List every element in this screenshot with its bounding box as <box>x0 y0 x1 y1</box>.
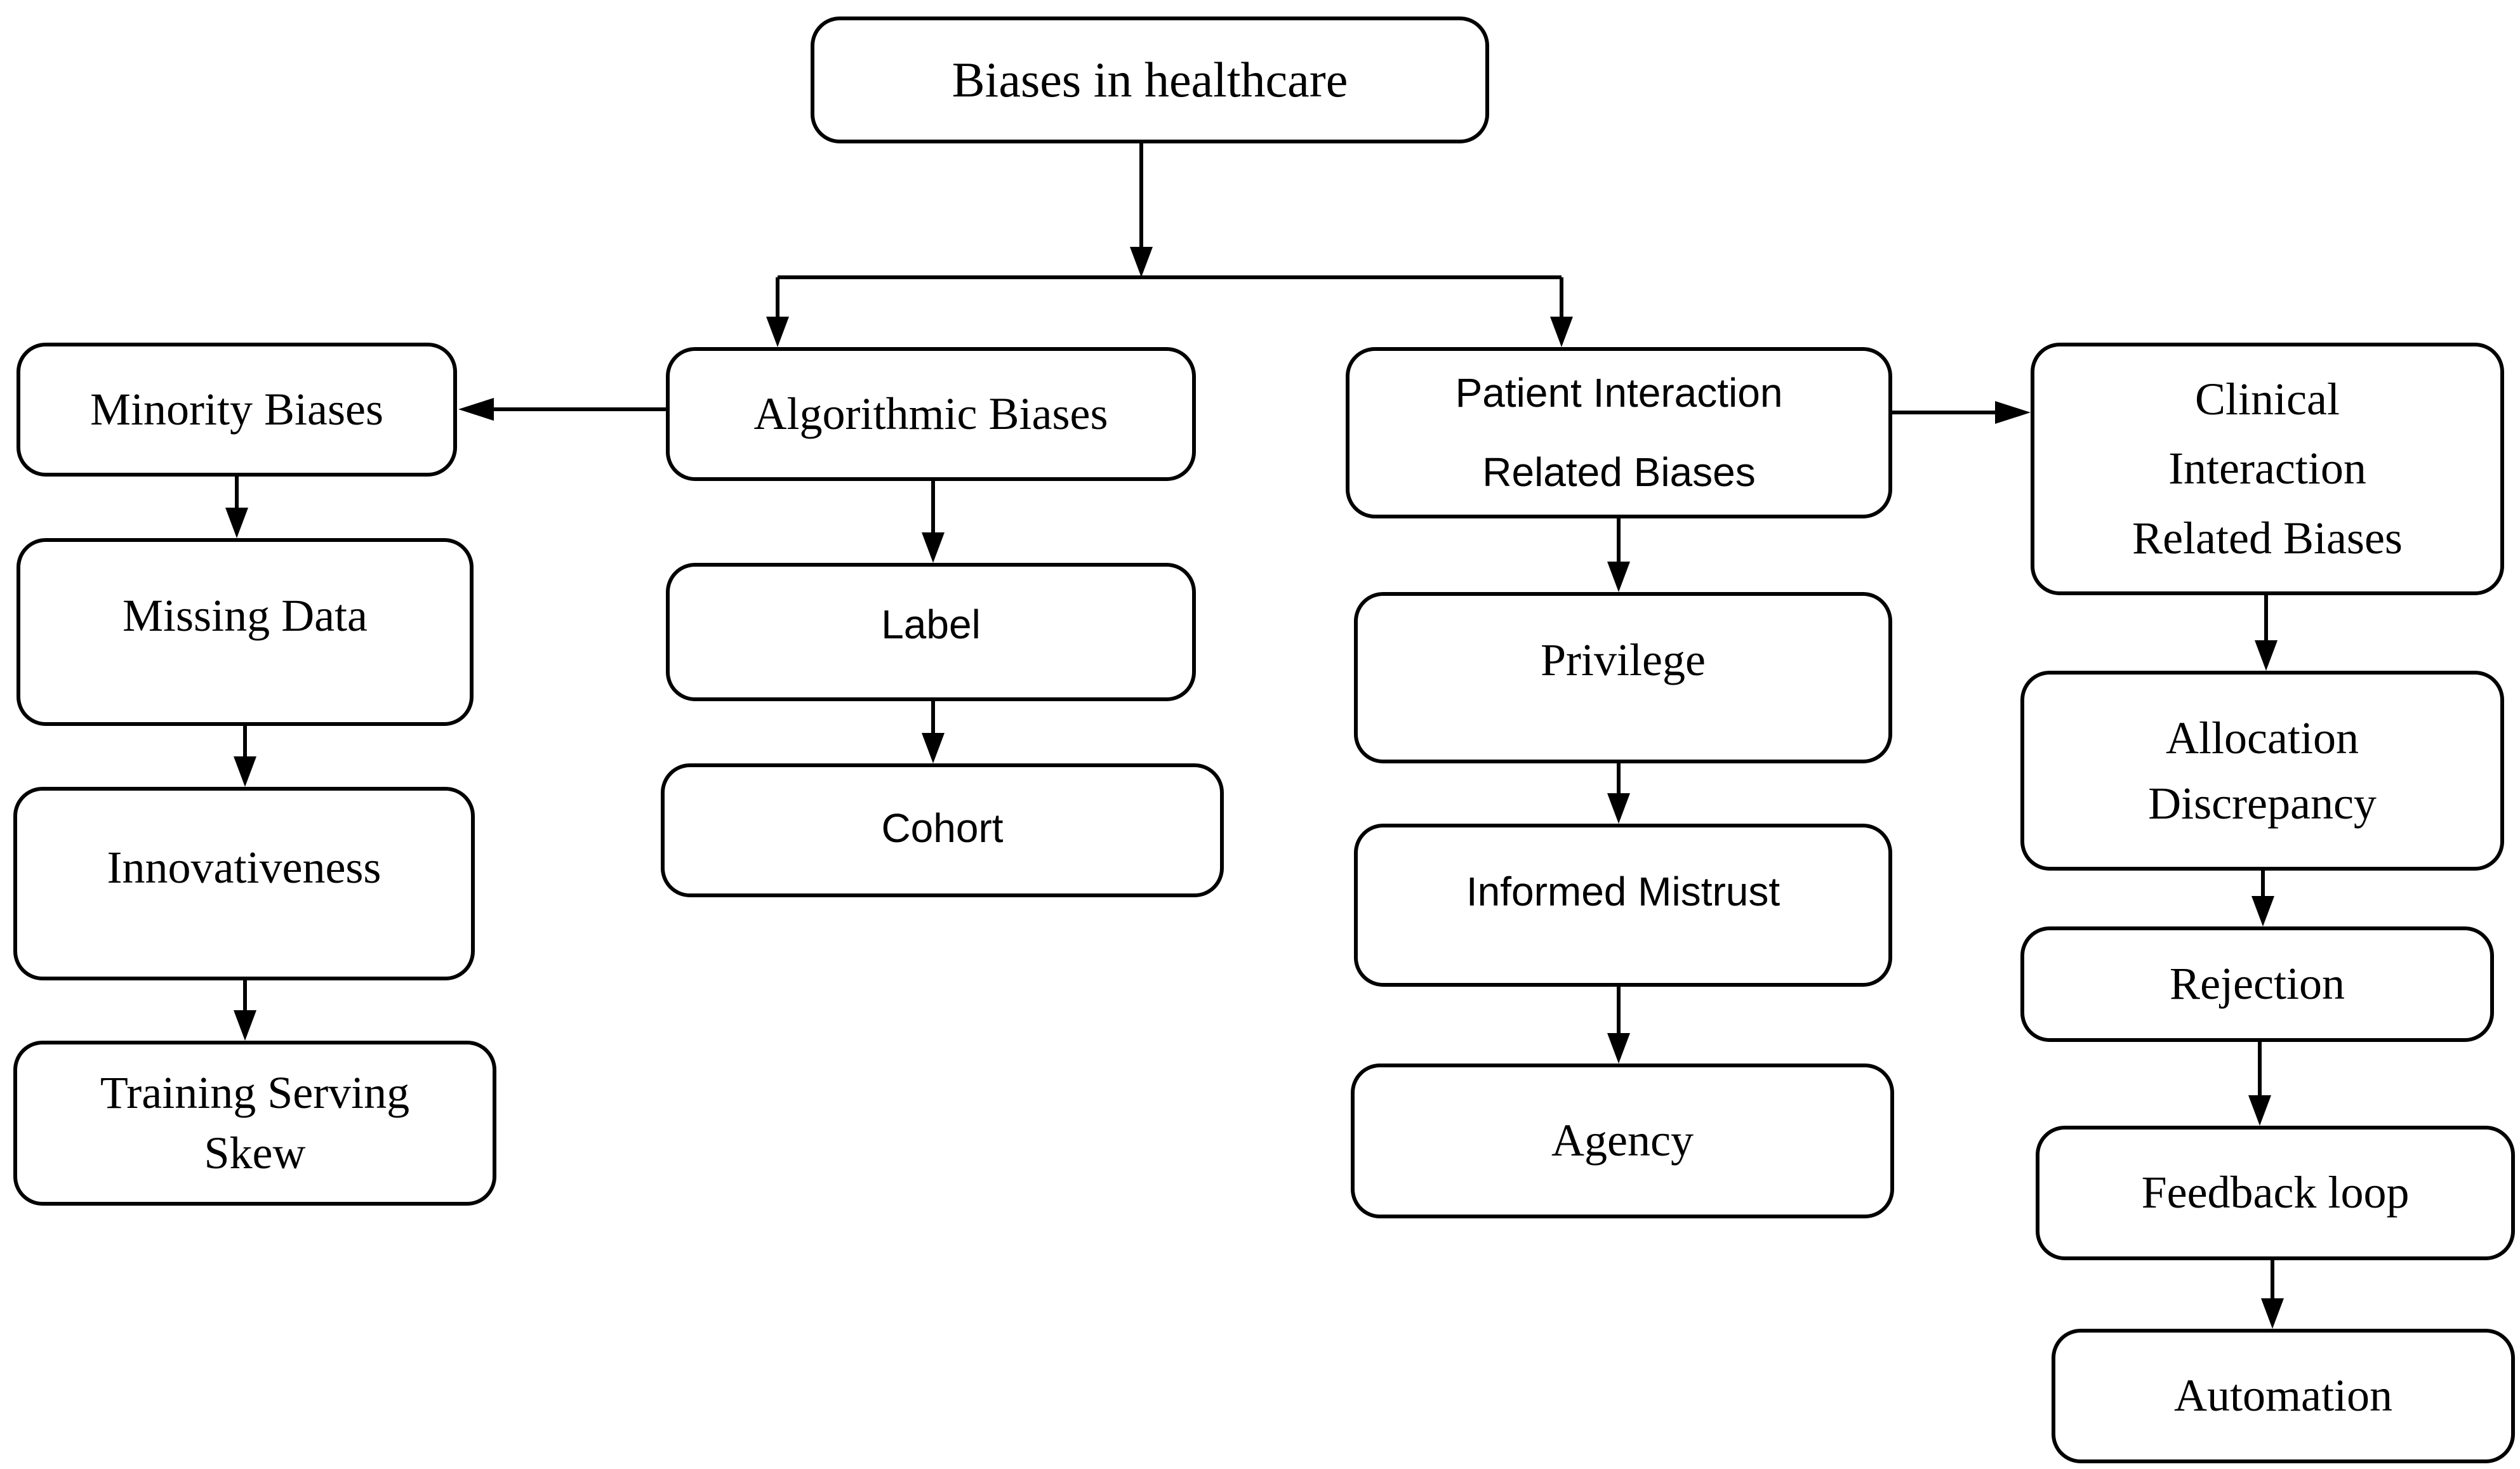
edge-algorithmic-to-minority <box>458 398 666 421</box>
edge-allocation-to-rejection <box>2251 871 2274 926</box>
node-automation: Automation <box>2052 1329 2515 1463</box>
edge-patient-to-clinical <box>1892 401 2031 424</box>
node-rejection: Rejection <box>2020 926 2494 1042</box>
edge-missing-data-to-innovativeness <box>234 726 256 787</box>
node-clinical-interaction-related-biases: Clinical Interaction Related Biases <box>2031 343 2504 595</box>
node-patient-interaction-related-biases: Patient Interaction Related Biases <box>1346 347 1892 518</box>
edge-patient-to-privilege <box>1607 518 1630 592</box>
edge-innovativeness-to-training-skew <box>234 980 256 1041</box>
node-algorithmic-biases: Algorithmic Biases <box>666 347 1196 481</box>
edge-rejection-to-feedback-loop <box>2248 1042 2271 1126</box>
node-privilege: Privilege <box>1354 592 1892 763</box>
edge-biases-split <box>766 143 1573 347</box>
node-informed-mistrust: Informed Mistrust <box>1354 824 1892 987</box>
node-minority-biases: Minority Biases <box>17 343 457 477</box>
edge-informed-mistrust-to-agency <box>1607 987 1630 1064</box>
node-agency: Agency <box>1351 1064 1894 1218</box>
node-missing-data: Missing Data <box>17 538 474 726</box>
edge-label-to-cohort <box>922 701 945 763</box>
node-feedback-loop: Feedback loop <box>2036 1126 2515 1260</box>
edge-algorithmic-to-label <box>922 481 945 563</box>
edge-feedback-loop-to-automation <box>2261 1260 2284 1329</box>
node-allocation-discrepancy: Allocation Discrepancy <box>2020 671 2504 871</box>
edge-minority-to-missing-data <box>225 477 248 538</box>
edge-clinical-to-allocation <box>2255 595 2278 671</box>
node-label: Label <box>666 563 1196 701</box>
node-innovativeness: Innovativeness <box>13 787 475 980</box>
node-cohort: Cohort <box>661 763 1224 897</box>
node-biases-in-healthcare: Biases in healthcare <box>811 16 1489 143</box>
edge-privilege-to-informed-mistrust <box>1607 763 1630 824</box>
node-training-serving-skew: Training Serving Skew <box>13 1041 496 1206</box>
